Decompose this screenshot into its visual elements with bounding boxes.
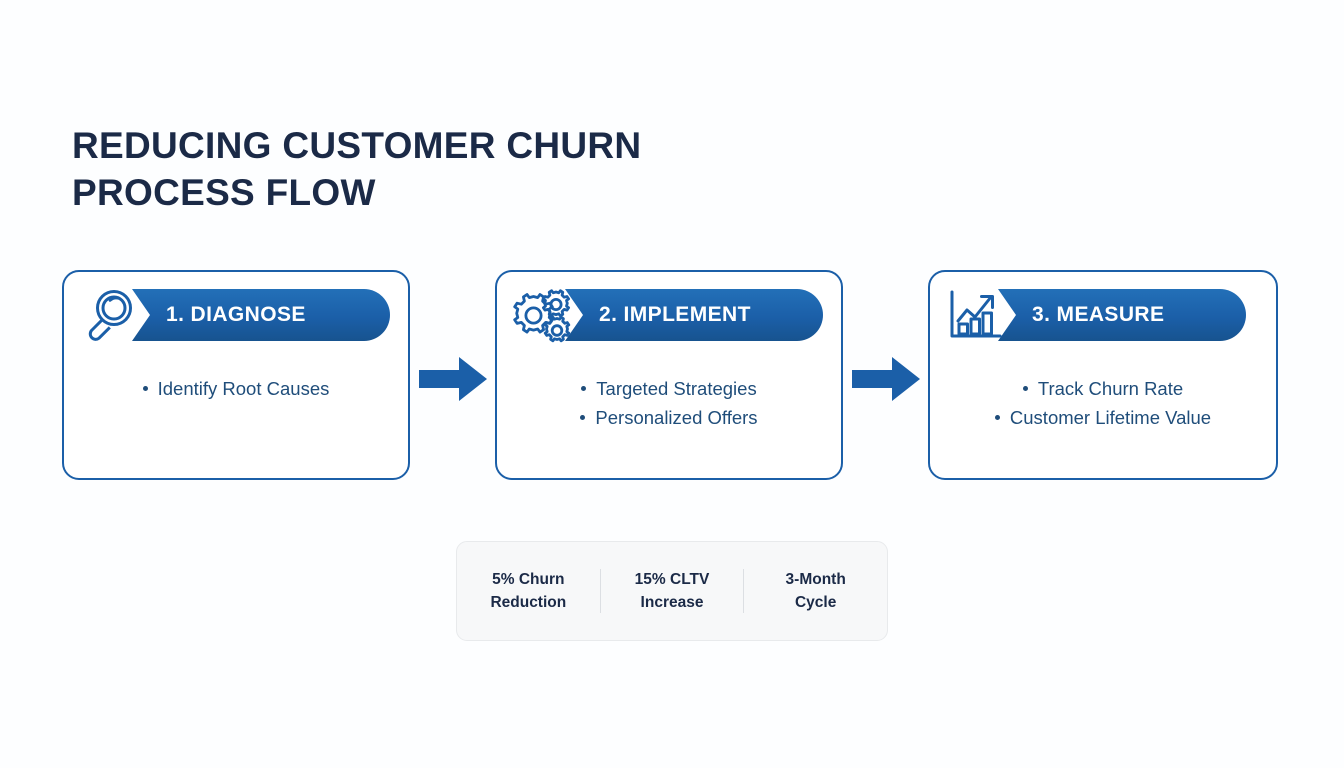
- page-title: REDUCING CUSTOMER CHURN PROCESS FLOW: [72, 122, 832, 216]
- stat-value: 3-Month: [785, 571, 846, 588]
- list-item: Targeted Strategies: [515, 374, 823, 403]
- step-header: 1. DIAGNOSE: [64, 272, 408, 358]
- list-item: Identify Root Causes: [82, 374, 390, 403]
- step-bullet-list: Identify Root Causes: [64, 374, 408, 403]
- bullet-text: Personalized Offers: [595, 407, 758, 428]
- stat-cltv-increase: 15% CLTV Increase: [601, 568, 744, 614]
- bullet-dot-icon: [1022, 386, 1028, 392]
- bullet-dot-icon: [994, 415, 1000, 421]
- divider: [599, 569, 601, 613]
- bar-chart-growth-icon: [944, 286, 1006, 344]
- bullet-text: Track Churn Rate: [1037, 378, 1184, 399]
- stat-cycle-duration: 3-Month Cycle: [744, 568, 887, 614]
- list-item: Personalized Offers: [515, 403, 823, 432]
- step-bullet-list: Targeted Strategies Personalized Offers: [497, 374, 841, 432]
- process-flow: 1. DIAGNOSE Identify Root Causes: [62, 270, 1280, 480]
- step-ribbon-measure: 3. MEASURE: [998, 289, 1246, 341]
- process-step-card-implement[interactable]: 2. IMPLEMENT Targeted Strategies Persona…: [495, 270, 843, 480]
- divider: [743, 569, 745, 613]
- magnifier-icon: [78, 286, 140, 344]
- stat-churn-reduction: 5% Churn Reduction: [457, 568, 600, 614]
- stat-label: Increase: [640, 594, 704, 611]
- right-arrow-icon: [852, 357, 920, 401]
- step-bullet-list: Track Churn Rate Customer Lifetime Value: [930, 374, 1276, 432]
- step-label: 3. MEASURE: [1032, 303, 1165, 326]
- bullet-text: Identify Root Causes: [157, 378, 330, 399]
- right-arrow-icon: [419, 357, 487, 401]
- page-title-line-1: REDUCING CUSTOMER CHURN: [72, 125, 642, 166]
- stat-label: Cycle: [794, 594, 837, 611]
- bullet-text: Targeted Strategies: [596, 378, 757, 399]
- bullet-dot-icon: [581, 386, 587, 392]
- stat-value: 15% CLTV: [634, 571, 710, 588]
- bullet-dot-icon: [580, 415, 586, 421]
- stat-value: 5% Churn: [492, 571, 565, 588]
- bullet-dot-icon: [142, 386, 148, 392]
- summary-metrics-bar: 5% Churn Reduction 15% CLTV Increase 3-M…: [456, 541, 888, 641]
- gears-icon: [511, 286, 573, 344]
- stat-label: Reduction: [490, 594, 567, 611]
- step-label: 1. DIAGNOSE: [166, 303, 306, 326]
- list-item: Customer Lifetime Value: [948, 403, 1258, 432]
- process-step-card-diagnose[interactable]: 1. DIAGNOSE Identify Root Causes: [62, 270, 410, 480]
- step-ribbon-implement: 2. IMPLEMENT: [565, 289, 823, 341]
- page-title-line-2: PROCESS FLOW: [72, 172, 376, 213]
- step-header: 2. IMPLEMENT: [497, 272, 841, 358]
- bullet-text: Customer Lifetime Value: [1009, 407, 1212, 428]
- step-label: 2. IMPLEMENT: [599, 303, 751, 326]
- process-step-card-measure[interactable]: 3. MEASURE Track Churn Rate Customer Lif…: [928, 270, 1278, 480]
- step-ribbon-diagnose: 1. DIAGNOSE: [132, 289, 390, 341]
- list-item: Track Churn Rate: [948, 374, 1258, 403]
- step-header: 3. MEASURE: [930, 272, 1276, 358]
